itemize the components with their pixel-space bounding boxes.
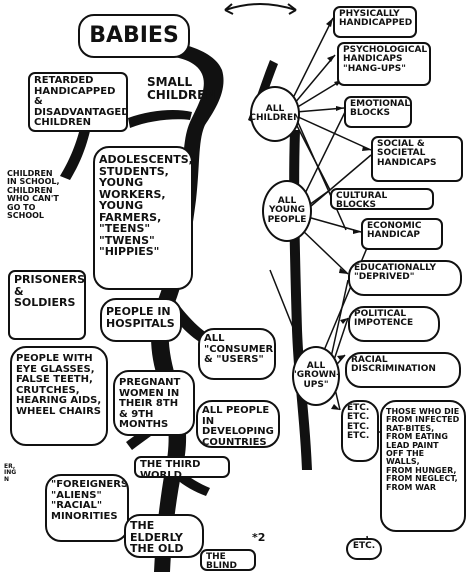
top-arrow [224, 3, 297, 15]
node-small-children: SMALL CHILDREN [147, 75, 216, 102]
node-all-grown-ups: ALL "GROWN- UPS" [292, 346, 340, 406]
node-etc-bottom: ETC. [346, 538, 382, 560]
node-etc-list: ETC. ETC. ETC. ETC. [341, 400, 379, 462]
node-those-who-die: THOSE WHO DIE FROM INFECTED RAT-BITES, F… [380, 400, 466, 532]
node-people-in-hospitals: PEOPLE IN HOSPITALS [100, 298, 182, 342]
node-foreigners: "FOREIGNERS" "ALIENS" "RACIAL" MINORITIE… [45, 474, 129, 542]
node-people-with-eye-glasses: PEOPLE WITH EYE GLASSES, FALSE TEETH, CR… [10, 346, 108, 446]
node-political-impotence: POLITICAL IMPOTENCE [348, 306, 440, 342]
node-emotional-blocks: EMOTIONAL BLOCKS [344, 96, 412, 128]
node-adolescents: ADOLESCENTS, STUDENTS, YOUNG WORKERS, YO… [93, 146, 193, 290]
node-retarded-handicapped-children: RETARDED HANDICAPPED & DISADVANTAGED CHI… [28, 72, 128, 132]
node-pregnant-women: PREGNANT WOMEN IN THEIR 8th & 9th MONTHS [113, 370, 195, 436]
node-cultural-blocks: CULTURAL BLOCKS [330, 188, 434, 210]
footnote-mark: *2 [252, 531, 266, 544]
node-prisoners-soldiers: PRISONERS & SOLDIERS [8, 270, 86, 340]
node-the-blind: THE BLIND [200, 549, 256, 571]
node-developing-countries: ALL PEOPLE IN DEVELOPING COUNTRIES [196, 400, 280, 448]
node-all-consumers: ALL "CONSUMERS" & "USERS" [198, 328, 276, 380]
node-economic-handicap: ECONOMIC HANDICAP [361, 218, 443, 250]
node-psychological-handicaps: PSYCHOLOGICAL HANDICAPS "HANG-UPS" [337, 42, 431, 86]
node-children-in-school: CHILDREN IN SCHOOL, CHILDREN WHO CAN'T G… [7, 169, 60, 220]
node-elderly: THE ELDERLY THE OLD [124, 514, 204, 558]
node-all-children: ALL CHILDREN [250, 86, 300, 142]
node-babies: BABIES [78, 14, 190, 58]
node-educationally-deprived: EDUCATIONALLY "DEPRIVED" [348, 260, 462, 296]
node-third-world: THE THIRD WORLD [134, 456, 230, 478]
node-racial-discrimination: RACIAL DISCRIMINATION [345, 352, 461, 388]
node-social-handicaps: SOCIAL & SOCIETAL HANDICAPS [371, 136, 463, 182]
node-physically-handicapped: PHYSICALLY HANDICAPPED [333, 6, 417, 38]
node-all-young-people: ALL YOUNG PEOPLE [262, 180, 312, 242]
margin-note: ER, ING N [4, 463, 17, 483]
